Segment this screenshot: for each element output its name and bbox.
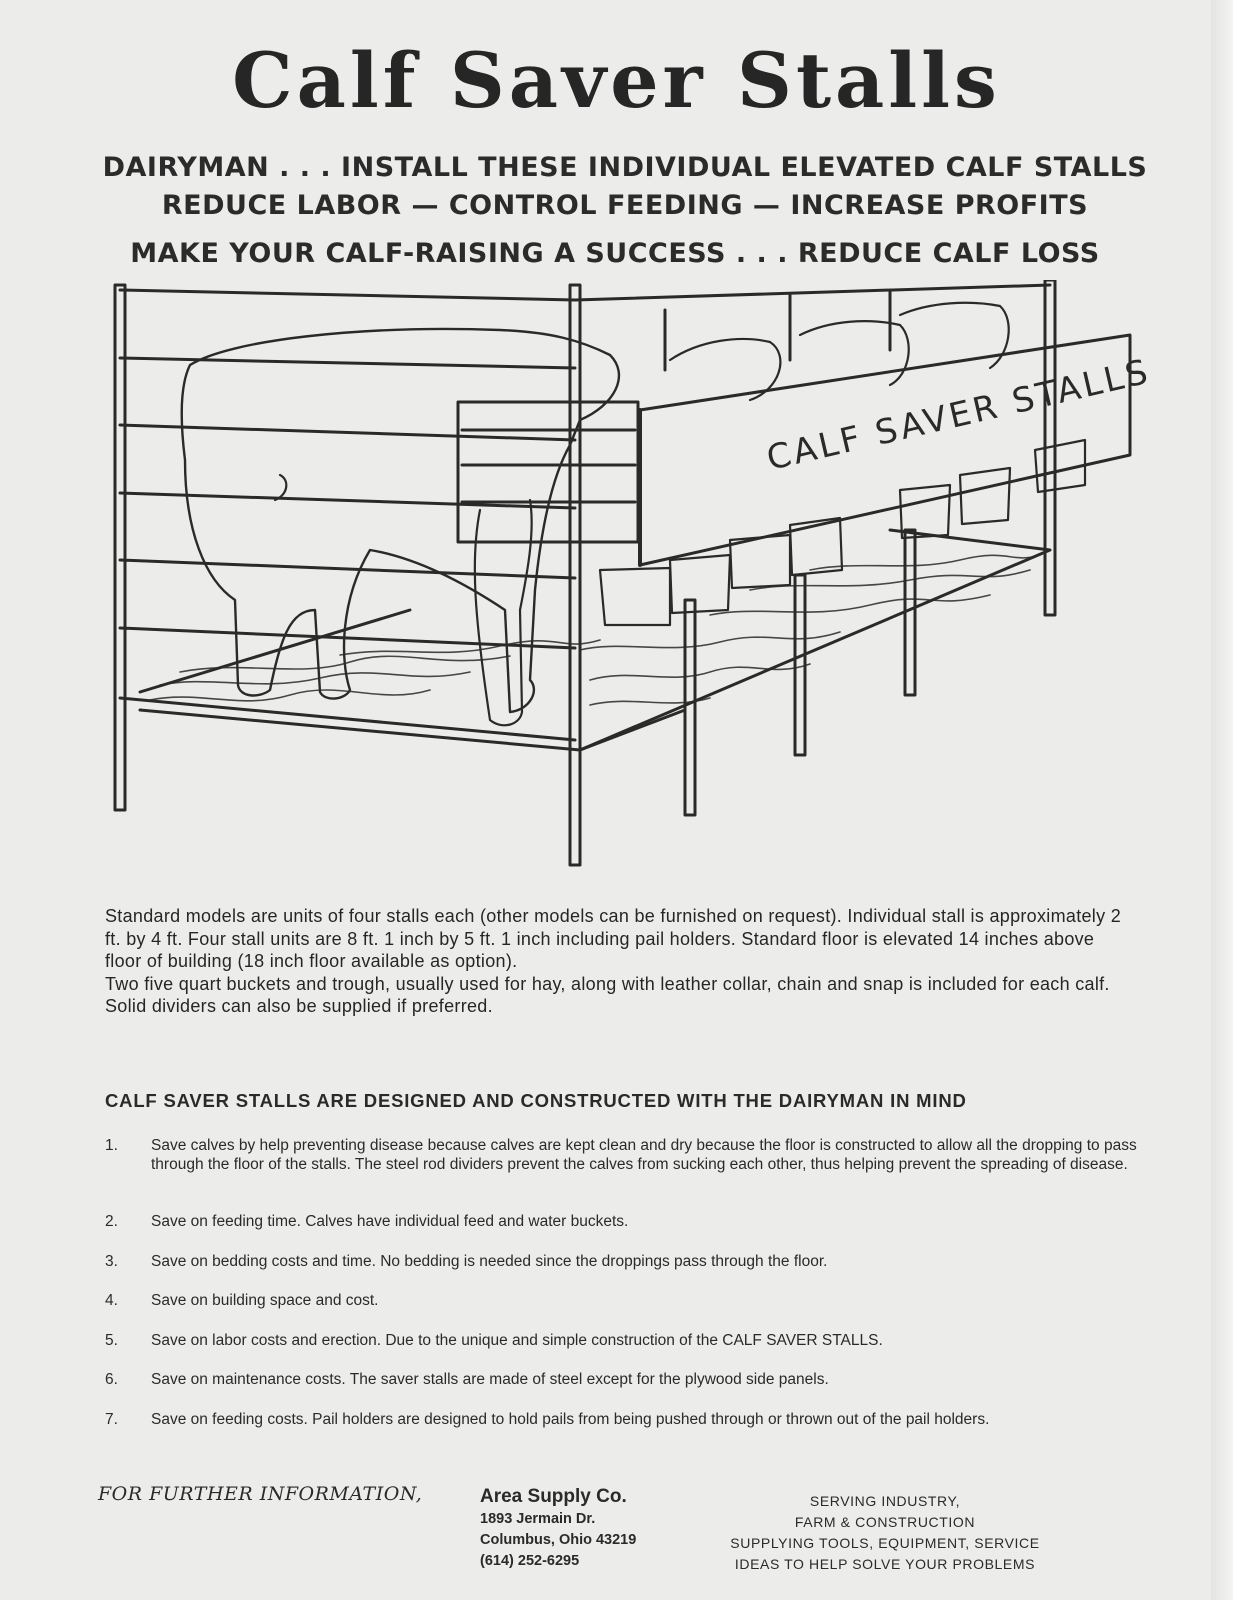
list-number: 3. — [105, 1253, 118, 1270]
list-number: 5. — [105, 1332, 118, 1349]
slogan-line: FARM & CONSTRUCTION — [794, 1514, 976, 1530]
page-title: Calf Saver Stalls — [232, 36, 1001, 125]
further-information-label: FOR FURTHER INFORMATION, — [98, 1483, 423, 1505]
address-line: 1893 Jermain Dr. — [480, 1511, 596, 1527]
headline-1: DAIRYMAN . . . INSTALL THESE INDIVIDUAL … — [102, 152, 1148, 183]
list-text: Save on maintenance costs. The saver sta… — [151, 1371, 829, 1388]
list-number: 4. — [105, 1292, 118, 1309]
list-number: 1. — [105, 1137, 118, 1154]
list-number: 7. — [105, 1411, 118, 1428]
floor-frame — [138, 528, 1052, 752]
list-text: Save on labor costs and erection. Due to… — [151, 1332, 883, 1349]
product-description: Standard models are units of four stalls… — [105, 905, 1135, 1018]
pail-holders — [598, 438, 1087, 627]
description-paragraph: Standard models are units of four stalls… — [105, 906, 1122, 971]
list-number: 6. — [105, 1371, 118, 1388]
list-number: 2. — [105, 1213, 118, 1230]
list-text: Save on feeding time. Calves have indivi… — [151, 1213, 629, 1230]
list-text: Save on bedding costs and time. No beddi… — [151, 1253, 828, 1270]
description-paragraph: Two five quart buckets and trough, usual… — [105, 973, 1110, 994]
floor-slats — [149, 554, 1041, 706]
list-text: Save calves by help preventing disease b… — [151, 1137, 1137, 1173]
paper-edge — [1211, 0, 1233, 1600]
company-address: Area Supply Co. 1893 Jermain Dr. Columbu… — [480, 1485, 700, 1572]
headline-2: REDUCE LABOR — CONTROL FEEDING — INCREAS… — [161, 190, 1089, 221]
calf-stalls-illustration: CALF SAVER STALLS — [113, 280, 1150, 867]
address-line: Columbus, Ohio 43219 — [480, 1532, 637, 1548]
company-slogan: SERVING INDUSTRY, FARM & CONSTRUCTION SU… — [700, 1491, 1070, 1575]
section-heading: CALF SAVER STALLS ARE DESIGNED AND CONST… — [105, 1090, 967, 1111]
phone-number: (614) 252-6295 — [480, 1553, 580, 1569]
list-text: Save on feeding costs. Pail holders are … — [151, 1411, 990, 1428]
headline-3: MAKE YOUR CALF-RAISING A SUCCESS . . . R… — [130, 238, 1100, 269]
list-text: Save on building space and cost. — [151, 1292, 379, 1309]
company-name: Area Supply Co. — [480, 1486, 627, 1507]
slogan-line: IDEAS TO HELP SOLVE YOUR PROBLEMS — [734, 1556, 1036, 1572]
description-paragraph: Solid dividers can also be supplied if p… — [105, 996, 493, 1016]
sign-text: CALF SAVER STALLS — [763, 352, 1150, 479]
slogan-line: SERVING INDUSTRY, — [809, 1493, 961, 1509]
slogan-line: SUPPLYING TOOLS, EQUIPMENT, SERVICE — [730, 1535, 1040, 1551]
